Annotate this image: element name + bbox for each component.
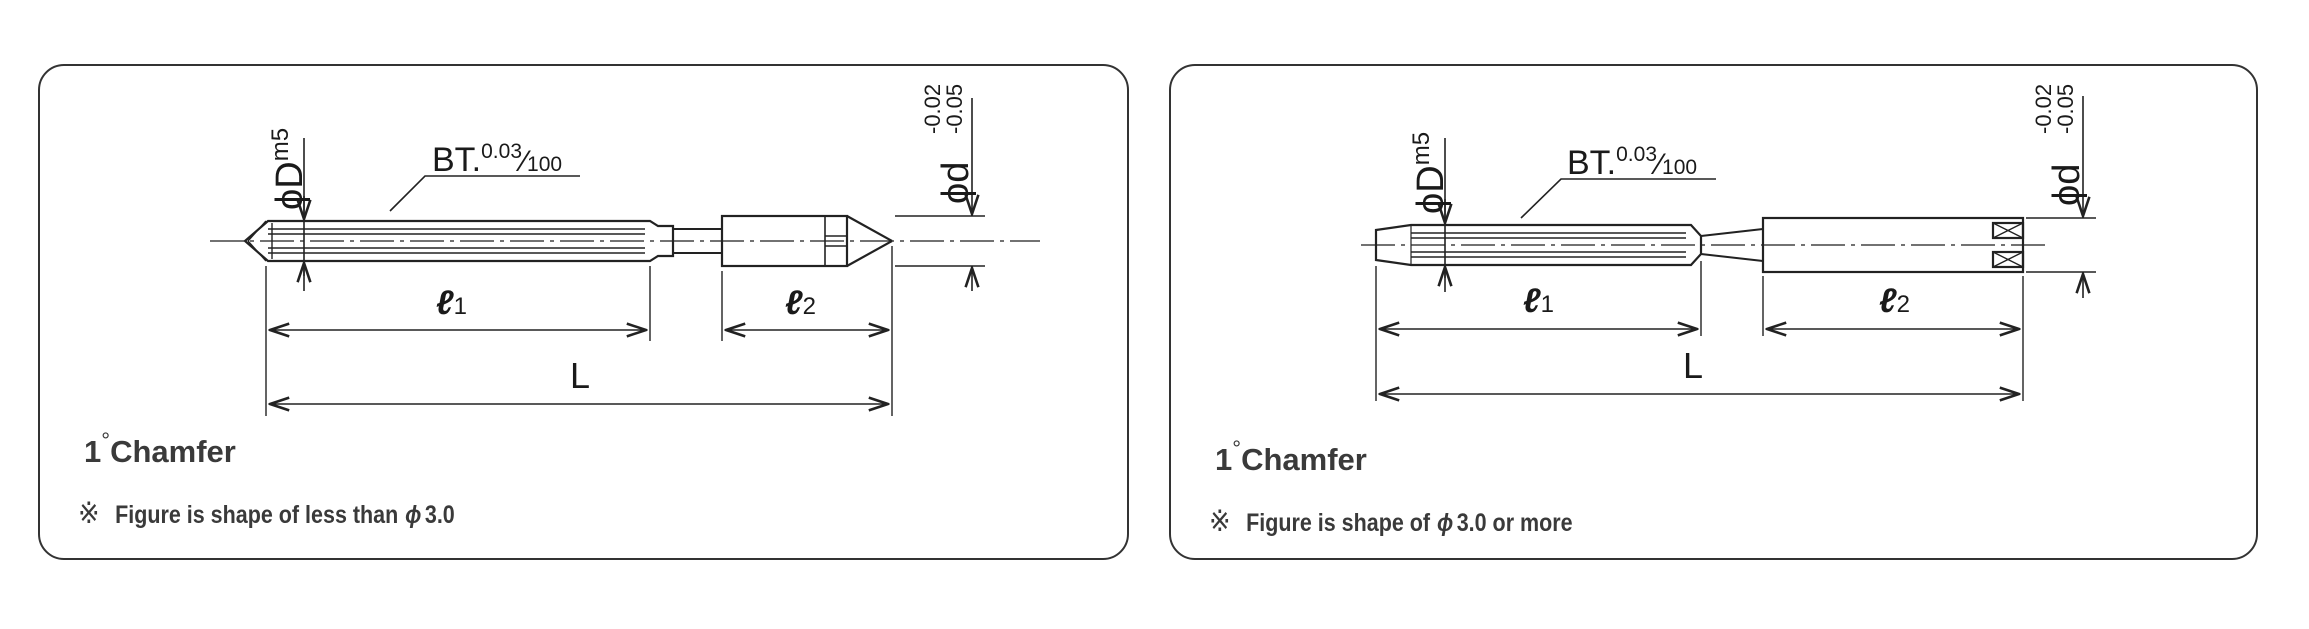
diameter-D-label: ϕDm5 [267,128,311,210]
diameter-d-tolerance-lower: -0.05 [942,84,967,134]
reamer-shank [1761,216,2025,274]
bt-leader-line [389,175,580,212]
overall-length-label: L [1683,345,1703,386]
chamfer-label: 1°Chamfer [1215,436,1367,477]
reamer-drawing-small: ϕDm5 ϕd -0.02 -0.05 BT.0.03⁄100 ℓ1 ℓ2 L [210,84,1040,416]
diameter-d-tolerance-upper: -0.02 [2031,84,2056,134]
reamer-drawing-large: ϕDm5 ϕd -0.02 -0.05 BT.0.03⁄100 ℓ1 ℓ2 L [1361,84,2096,562]
l1-label: ℓ1 [1523,282,1554,320]
reference-mark-icon: ※ [1209,505,1231,538]
back-taper-label: BT.0.03⁄100 [432,140,562,179]
diagram-panel-large: ϕDm5 ϕd -0.02 -0.05 BT.0.03⁄100 ℓ1 ℓ2 L … [1169,64,2258,560]
reference-mark-icon: ※ [78,497,100,530]
diameter-d-tolerance-upper: -0.02 [920,84,945,134]
l2-label: ℓ2 [785,284,816,322]
overall-length-label: L [570,355,590,396]
l2-label: ℓ2 [1879,282,1910,320]
l1-label: ℓ1 [436,284,467,322]
bt-leader-line [1520,178,1716,219]
length-extension-lines [1375,261,2024,401]
diameter-d-label: ϕd [2046,164,2088,206]
diameter-d-tolerance-lower: -0.05 [2053,84,2078,134]
back-taper-label: BT.0.03⁄100 [1567,143,1697,182]
diagram-panel-small: ϕDm5 ϕd -0.02 -0.05 BT.0.03⁄100 ℓ1 ℓ2 L … [38,64,1129,560]
reamer-body [243,219,675,263]
chamfer-label: 1°Chamfer [84,428,236,469]
reamer-shank [720,214,893,268]
diameter-d-label: ϕd [935,162,977,204]
length-extension-lines [265,246,893,416]
reamer-neck [1700,228,1764,262]
diameter-D-label: ϕDm5 [1408,132,1452,214]
